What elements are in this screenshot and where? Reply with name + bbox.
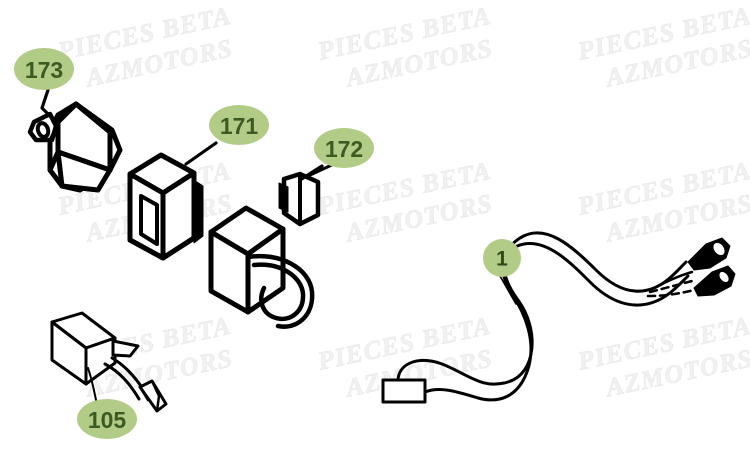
watermark: PIECES BETA AZMOTORS xyxy=(54,1,236,94)
sensor-terminal-edges xyxy=(138,379,161,413)
watermark: PIECES BETA AZMOTORS xyxy=(574,1,750,94)
bracket-mounting-hole xyxy=(35,121,51,139)
harness-branch-lower-dashed xyxy=(648,278,698,294)
callout-badge-label: 173 xyxy=(25,57,63,83)
callout-badge-shape[interactable] xyxy=(314,128,374,168)
callout-1[interactable]: 1 xyxy=(483,239,521,277)
terminal-upper-hole xyxy=(710,240,728,258)
sensor-right-face xyxy=(84,336,117,386)
watermark: PIECES BETA AZMOTORS xyxy=(574,311,750,404)
callout-171[interactable]: 171 xyxy=(209,105,269,145)
bracket-flange xyxy=(73,101,123,173)
leader-line-1 xyxy=(499,275,517,305)
sensor-pigtail xyxy=(87,367,97,401)
harness-ring-terminal-upper xyxy=(687,237,731,271)
frame-inner-window xyxy=(139,194,159,246)
coil-ht-lead xyxy=(251,262,306,322)
callout-badge-shape[interactable] xyxy=(483,239,521,277)
part-ignition-coil xyxy=(208,161,338,329)
harness-ring-terminal-lower xyxy=(693,265,736,297)
coil-right-face xyxy=(245,226,286,315)
callout-badge-shape[interactable] xyxy=(14,48,74,90)
callout-badge-shape[interactable] xyxy=(77,399,137,439)
coil-ht-lead-outer xyxy=(246,253,315,329)
sensor-blade-terminal xyxy=(138,379,168,413)
callout-badge-label: 105 xyxy=(88,407,127,433)
callout-badge-label: 1 xyxy=(496,248,508,271)
callout-badge-label: 171 xyxy=(220,113,259,139)
frame-rear-column xyxy=(193,179,204,244)
leader-line-171 xyxy=(184,141,218,166)
callout-172[interactable]: 172 xyxy=(314,128,374,168)
callout-105[interactable]: 105 xyxy=(77,399,137,439)
part-regulator-frame xyxy=(127,152,204,261)
watermark: PIECES BETA AZMOTORS xyxy=(314,1,496,94)
part-sensor-module xyxy=(50,311,168,413)
frame-bottom-edge xyxy=(127,235,197,261)
sensor-flange xyxy=(111,339,140,358)
callout-badge-shape[interactable] xyxy=(209,105,269,145)
terminal-lower-hole xyxy=(716,269,732,285)
spark-plug-terminal xyxy=(278,182,289,213)
harness-branch-inner-dashed xyxy=(646,288,696,298)
part-ignition-bracket xyxy=(27,101,123,193)
harness-branch-upper xyxy=(652,270,694,290)
leader-line-172 xyxy=(298,164,324,182)
harness-connector-block xyxy=(381,378,427,404)
watermark: PIECES BETA AZMOTORS xyxy=(314,156,496,249)
callout-173[interactable]: 173 xyxy=(14,48,74,90)
callout-badge-label: 172 xyxy=(325,136,363,162)
sensor-cable-lower xyxy=(103,362,141,401)
bracket-lower-panel xyxy=(55,149,113,193)
leader-line-173 xyxy=(40,88,60,142)
watermark: PIECES BETA AZMOTORS xyxy=(574,156,750,249)
